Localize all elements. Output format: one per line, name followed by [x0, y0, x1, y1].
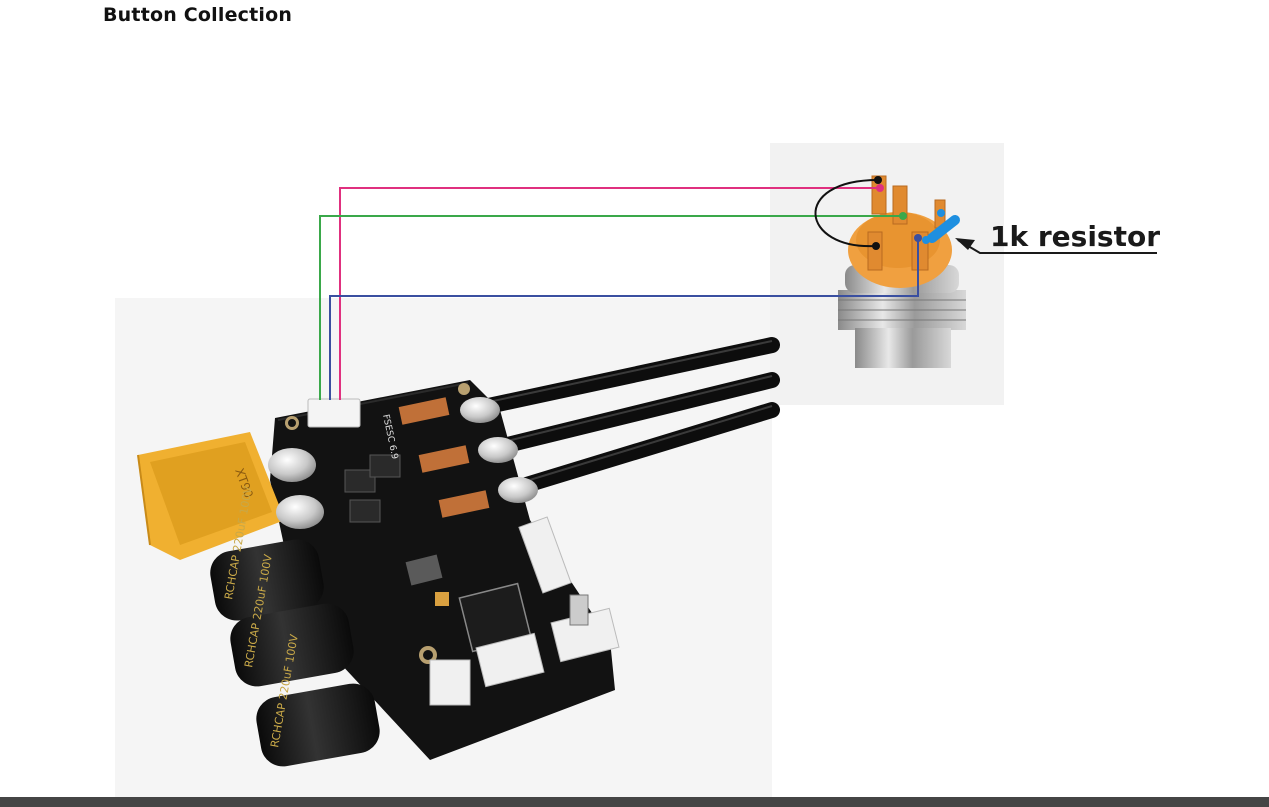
- resistor-label: 1k resistor: [990, 220, 1160, 253]
- esc-board: FSESC 6.9: [270, 380, 620, 760]
- blue-wire: [329, 238, 919, 400]
- xt90-connector: XT90: [137, 432, 324, 560]
- page-title: Button Collection: [103, 4, 293, 26]
- can-connector: [307, 398, 361, 428]
- pink-wire: [339, 187, 880, 400]
- bottom-scrollbar[interactable]: [0, 797, 1269, 807]
- capacitors: RCHCAP 220uF 100V RCHCAP 220uF 100V RCHC…: [210, 485, 380, 767]
- wiring-lines: [319, 176, 922, 400]
- resistor: [927, 215, 960, 243]
- motor-wires: [462, 337, 780, 498]
- green-wire: [319, 215, 903, 400]
- jumper-wire: [814, 179, 879, 248]
- push-button: [838, 175, 966, 368]
- resistor-annotation: 1k resistor: [955, 220, 1160, 254]
